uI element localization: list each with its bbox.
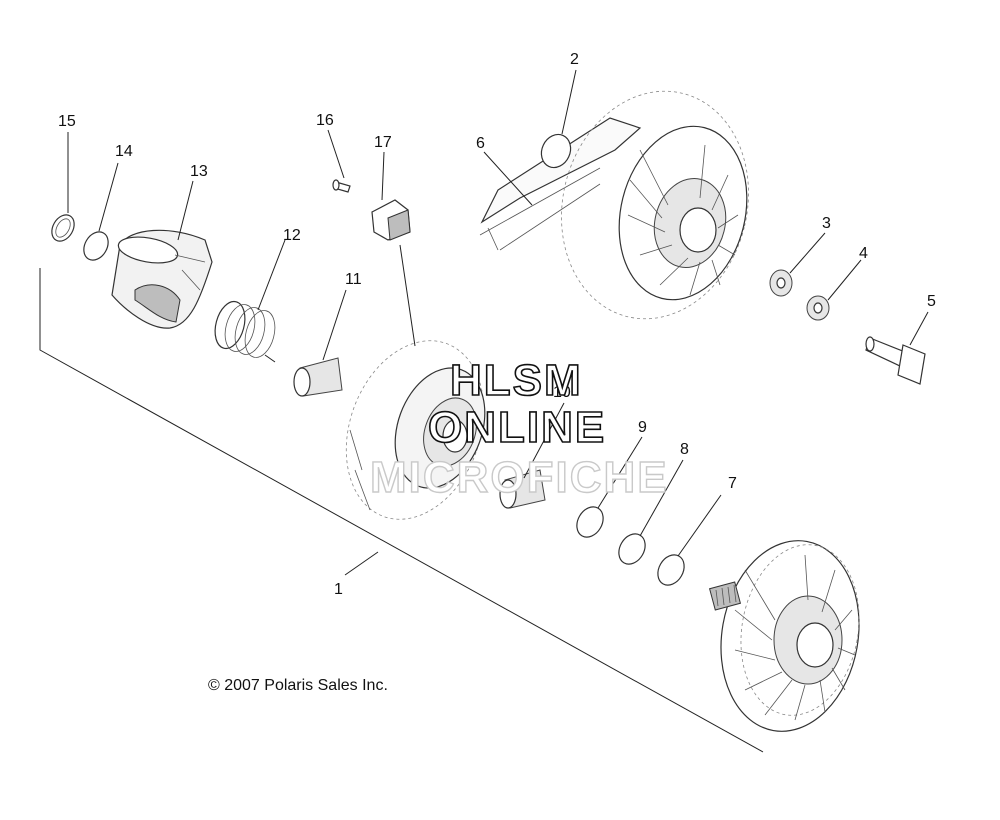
callout-15: 15 [58,113,76,130]
driven-clutch-sheave-bottom [708,540,860,732]
part-15-snap-ring [51,214,75,242]
part-8-washer [618,533,646,565]
callout-9: 9 [638,419,647,436]
part-17-weight [371,199,411,241]
part-4-nut [806,295,830,321]
part-10-bushing [499,469,546,509]
callout-13: 13 [190,163,208,180]
watermark-line-3: MICROFICHE [370,453,669,502]
leader-lines [67,69,929,576]
callout-4: 4 [859,245,868,262]
watermark: HLSM ONLINE MICROFICHE [369,355,669,503]
callout-10: 10 [553,384,571,401]
callout-6: 6 [476,135,485,152]
callout-14: 14 [115,143,133,160]
watermark-line-1: HLSM [450,356,583,405]
part-16-screw [332,179,351,193]
callout-3: 3 [822,215,831,232]
callout-labels: 1 2 3 4 5 6 7 8 9 10 11 12 13 14 15 16 1… [58,51,936,598]
callout-17: 17 [374,134,392,151]
callout-5: 5 [927,293,936,310]
driven-clutch-sheave-top [561,90,749,320]
part-13-helix [111,229,213,329]
watermark-line-2: ONLINE [428,403,606,452]
callout-12: 12 [283,227,301,244]
copyright-notice: © 2007 Polaris Sales Inc. [208,677,388,694]
part-5-bolt [865,336,926,385]
assembly-bracket [39,268,764,753]
part-11-bushing [293,357,343,397]
callout-2: 2 [570,51,579,68]
moveable-sheave [345,340,486,520]
part-12-spring [214,300,276,363]
part-7-washer [657,554,685,586]
part-3-washer [769,269,793,297]
part-14-washer [83,231,109,261]
drive-belt [479,117,642,251]
callout-8: 8 [680,441,689,458]
callout-16: 16 [316,112,334,129]
callout-11: 11 [345,271,362,288]
part-2-washer [540,133,572,169]
callout-7: 7 [728,475,737,492]
callout-1: 1 [334,581,343,598]
part-9-washer [576,506,604,538]
